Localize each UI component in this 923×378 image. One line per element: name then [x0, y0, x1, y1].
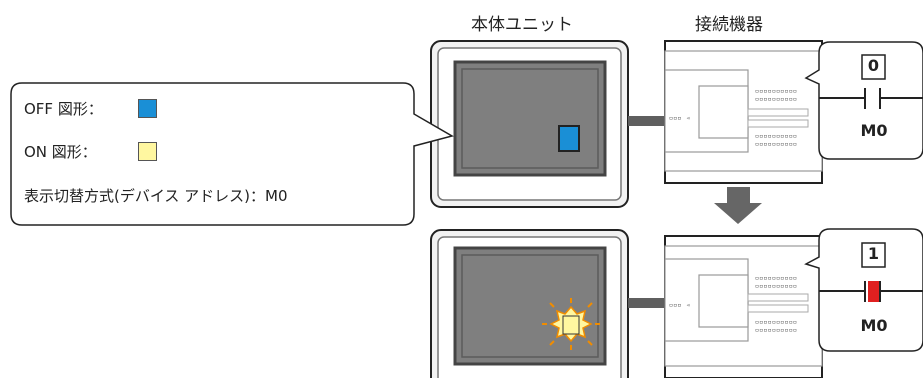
- state-change-arrow: [714, 187, 762, 224]
- cable-top: [628, 116, 666, 126]
- svg-text:▫▫▫▫▫▫▫▫▫▫: ▫▫▫▫▫▫▫▫▫▫: [755, 274, 797, 282]
- contact-top: [819, 88, 923, 109]
- off-shape-swatch[interactable]: [138, 99, 157, 118]
- ladder-device-top: M0: [860, 121, 888, 140]
- plc-device-top: ▫▫▫▫▫▫▫▫▫▫ ▫▫▫▫▫▫▫▫▫▫ ▫▫▫▫▫▫▫▫▫▫ ▫▫▫▫▫▫▫…: [664, 40, 823, 184]
- main-unit-top: [430, 40, 629, 208]
- connected-device-header: 接続機器: [695, 15, 763, 35]
- cable-bottom: [628, 298, 666, 308]
- main-unit-header: 本体ユニット: [471, 15, 573, 35]
- on-shape-swatch[interactable]: [138, 142, 157, 161]
- main-unit-bottom: [430, 229, 629, 378]
- ladder-value-bottom: 1: [867, 244, 880, 263]
- svg-text:▫▫▫▫▫▫▫▫▫▫: ▫▫▫▫▫▫▫▫▫▫: [755, 318, 797, 326]
- svg-text:▫▫▫ ◃: ▫▫▫ ◃: [669, 301, 690, 309]
- on-shape-burst-icon[interactable]: [542, 298, 600, 350]
- ladder-device-bottom: M0: [860, 316, 888, 335]
- svg-text:▫▫▫▫▫▫▫▫▫▫: ▫▫▫▫▫▫▫▫▫▫: [755, 87, 797, 95]
- svg-text:▫▫▫▫▫▫▫▫▫▫: ▫▫▫▫▫▫▫▫▫▫: [755, 95, 797, 103]
- svg-text:▫▫▫▫▫▫▫▫▫▫: ▫▫▫▫▫▫▫▫▫▫: [755, 326, 797, 334]
- contact-bottom: [819, 281, 923, 302]
- svg-text:▫▫▫ ◃: ▫▫▫ ◃: [669, 114, 690, 122]
- on-shape-label: ON 図形：: [24, 143, 97, 161]
- off-shape-button[interactable]: [558, 125, 580, 152]
- svg-text:▫▫▫▫▫▫▫▫▫▫: ▫▫▫▫▫▫▫▫▫▫: [755, 282, 797, 290]
- off-shape-label: OFF 図形：: [24, 100, 103, 118]
- switch-method-label: 表示切替方式(デバイス アドレス)：M0: [24, 187, 288, 205]
- ladder-value-box-bottom: [861, 242, 886, 268]
- svg-text:▫▫▫▫▫▫▫▫▫▫: ▫▫▫▫▫▫▫▫▫▫: [755, 132, 797, 140]
- ladder-value-box-top: [861, 54, 886, 80]
- settings-callout: [10, 82, 454, 226]
- plc-device-bottom: ▫▫▫▫▫▫▫▫▫▫ ▫▫▫▫▫▫▫▫▫▫ ▫▫▫▫▫▫▫▫▫▫ ▫▫▫▫▫▫▫…: [664, 235, 823, 378]
- svg-text:▫▫▫▫▫▫▫▫▫▫: ▫▫▫▫▫▫▫▫▫▫: [755, 140, 797, 148]
- ladder-value-top: 0: [867, 56, 880, 75]
